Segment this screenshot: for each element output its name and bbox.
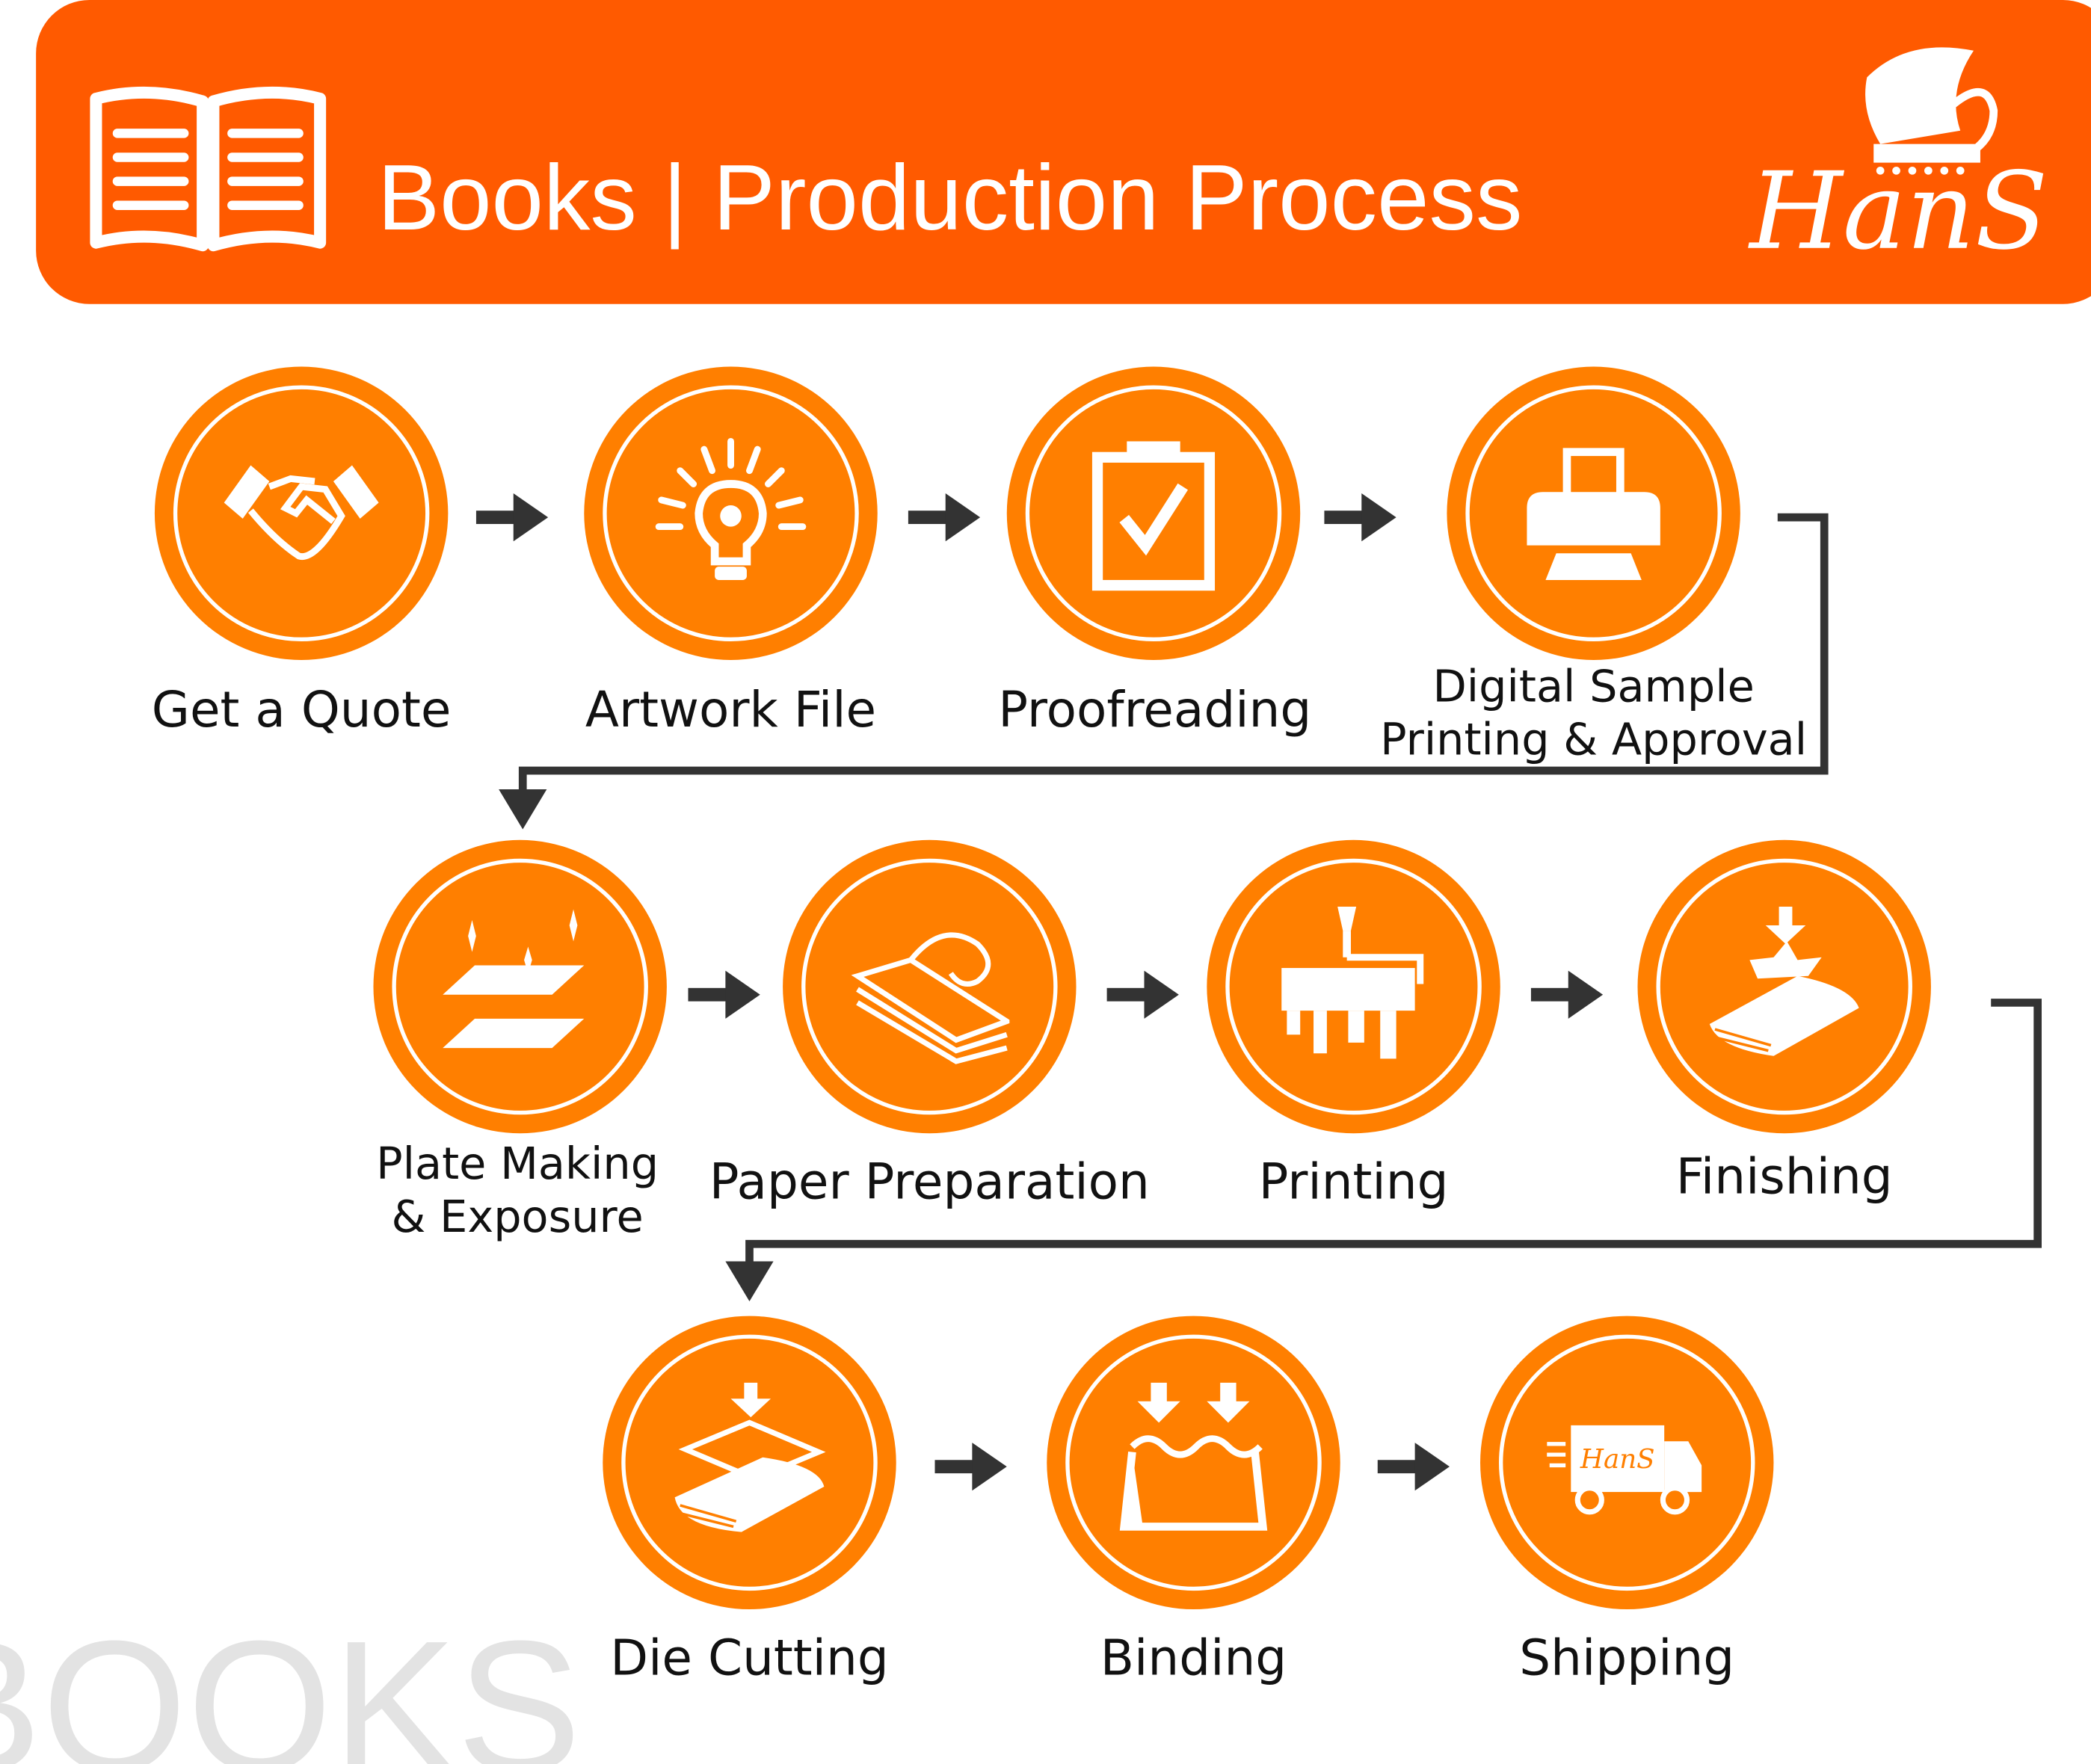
paint-roller-icon <box>1281 906 1424 1059</box>
hans-ship-logo-icon <box>1865 47 1998 175</box>
arrow-right-icon <box>1530 970 1604 1019</box>
step-label: Printing <box>1258 1153 1449 1211</box>
step-binding <box>1047 1316 1340 1610</box>
clipboard-check-icon <box>1091 441 1216 591</box>
arrow-right-icon <box>1377 1443 1450 1491</box>
hans-logo-text: HanS <box>1749 149 2048 274</box>
step-label: Proofreading <box>998 681 1312 739</box>
step-paper-preparation <box>783 839 1077 1134</box>
page-title: Books | Production Process <box>377 145 1523 250</box>
paper-stack-icon <box>851 932 1010 1064</box>
step-digital-sample-printing <box>1447 366 1740 660</box>
step-die-cutting <box>603 1316 896 1610</box>
step-artwork-file <box>584 366 878 660</box>
step-label-line2: Printing & Approval <box>1380 713 1808 765</box>
handshake-icon <box>224 465 379 561</box>
step-label: Finishing <box>1675 1147 1893 1206</box>
step-finishing <box>1637 839 1931 1134</box>
step-label: Artwork File <box>585 681 877 739</box>
step-label-line2: & Exposure <box>391 1190 644 1243</box>
arrow-right-icon <box>908 493 981 542</box>
arrow-right-icon <box>1324 493 1396 542</box>
binding-icon <box>1119 1382 1268 1531</box>
plates-icon <box>443 909 585 1049</box>
arrow-right-icon <box>688 970 760 1019</box>
step-printing <box>1207 839 1500 1134</box>
open-book-icon <box>90 86 327 252</box>
step-plate-making <box>373 839 667 1134</box>
step-label-line1: Digital Sample <box>1432 659 1755 712</box>
printer-icon <box>1527 448 1660 580</box>
book-finish-icon <box>1709 906 1859 1056</box>
step-get-a-quote <box>154 366 449 660</box>
step-label: Get a Quote <box>151 681 452 739</box>
step-proofreading <box>1006 366 1301 660</box>
arrow-right-icon <box>1106 970 1179 1019</box>
header-banner <box>36 0 2091 304</box>
books-watermark: BOOKS <box>0 1601 582 1764</box>
step-label: Binding <box>1100 1629 1287 1687</box>
step-label-line1: Plate Making <box>376 1137 659 1190</box>
lightbulb-icon <box>655 437 807 580</box>
arrow-right-icon <box>934 1443 1007 1491</box>
step-shipping: HanS <box>1480 1316 1774 1610</box>
truck-icon: HanS <box>1547 1425 1702 1515</box>
die-cut-icon <box>674 1382 826 1532</box>
truck-logo-text: HanS <box>1580 1444 1655 1475</box>
step-label: Shipping <box>1519 1629 1735 1687</box>
step-label: Die Cutting <box>610 1629 889 1687</box>
step-label: Paper Preparation <box>709 1153 1150 1211</box>
arrow-right-icon <box>475 493 549 542</box>
